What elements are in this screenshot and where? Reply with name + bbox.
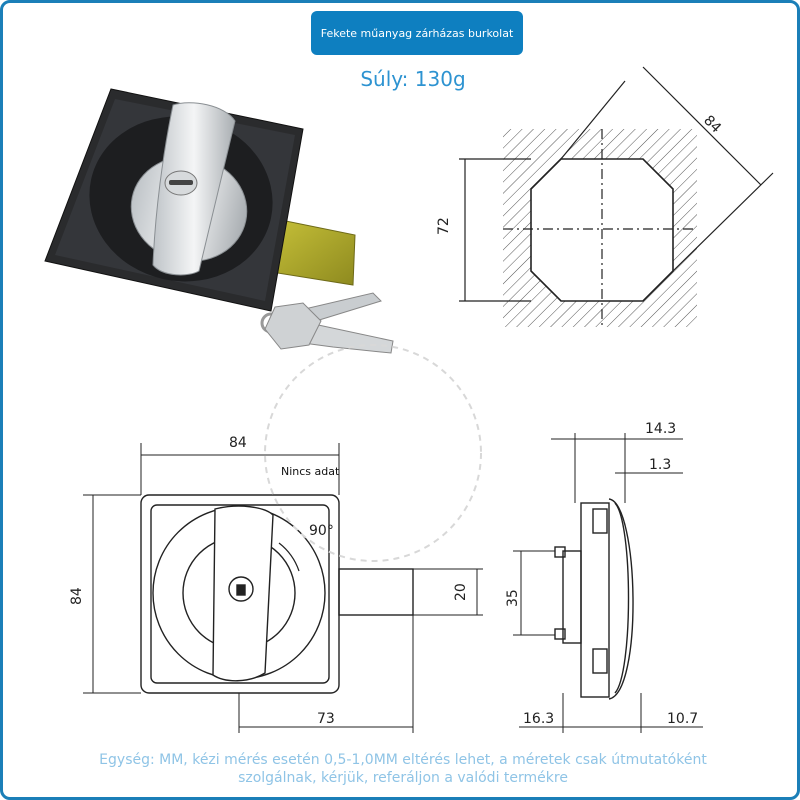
dim-84-ext-2 [672, 172, 774, 272]
dim-84-left: 84 [69, 587, 85, 605]
side-bolt-1 [554, 546, 566, 558]
weight-label: Súly: 130g [360, 67, 466, 91]
side-cam [562, 550, 582, 644]
banner-text: Fekete műanyag zárházas burkolat [320, 26, 514, 40]
side-view [513, 433, 703, 733]
key-head [264, 302, 322, 350]
technical-drawing: 72 84 84 [44, 66, 774, 733]
side-handle-inner [614, 502, 630, 694]
side-clip-top [592, 508, 608, 534]
footer-note: Egység: MM, kézi mérés esetén 0,5-1,0MM … [43, 751, 763, 787]
cutout-drawing [459, 66, 774, 327]
dim-14-3: 14.3 [645, 421, 676, 437]
front-cylinder [228, 576, 254, 602]
front-plate-inner [150, 504, 330, 684]
title-banner: Fekete műanyag zárházas burkolat [311, 11, 523, 55]
rotation-arc [278, 542, 300, 572]
front-keyhole [236, 584, 246, 596]
side-body [580, 502, 610, 698]
dim-90: 90° [309, 523, 334, 539]
front-tongue [338, 568, 414, 616]
watermark-seal [264, 344, 482, 562]
keyhole [169, 180, 193, 185]
dim-20: 20 [453, 583, 469, 601]
product-photo [44, 88, 356, 312]
dim-35: 35 [505, 589, 521, 607]
footer-line-1: Egység: MM, kézi mérés esetén 0,5-1,0MM … [99, 752, 707, 768]
footer-line-2: szolgálnak, kérjük, referáljon a valódi … [238, 770, 568, 786]
dim-16-3: 16.3 [523, 711, 554, 727]
dim-72: 72 [436, 217, 452, 235]
dim-1-3: 1.3 [649, 457, 671, 473]
dim-84-ext-1 [560, 80, 626, 160]
keys-photo [260, 292, 394, 354]
dim-84-top: 84 [229, 435, 247, 451]
side-clip-bot [592, 648, 608, 674]
dim-84-diag: 84 [700, 113, 724, 137]
dim-10-7: 10.7 [667, 711, 698, 727]
side-bolt-2 [554, 628, 566, 640]
front-view [83, 443, 483, 733]
dim-73: 73 [317, 711, 335, 727]
side-handle [608, 498, 634, 700]
dim-84-line [642, 66, 762, 186]
no-data-note: Nincs adat [281, 465, 340, 478]
